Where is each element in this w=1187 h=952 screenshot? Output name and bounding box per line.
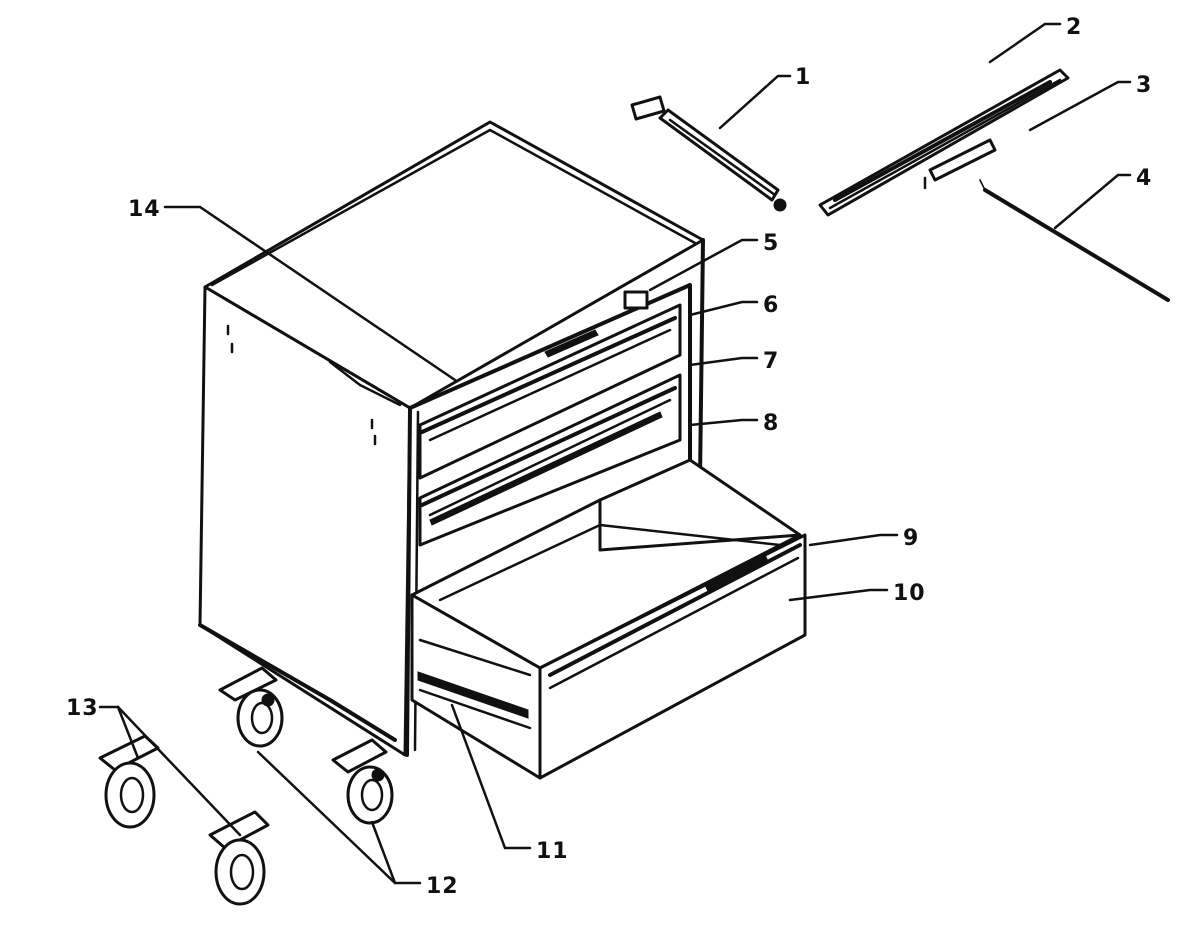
caster-swivel-front-right xyxy=(331,738,394,825)
callout-12: 12 xyxy=(426,874,459,899)
callout-9: 9 xyxy=(903,526,919,551)
part-clip xyxy=(623,290,649,310)
drawer-top xyxy=(418,303,682,480)
callout-8: 8 xyxy=(763,411,779,436)
part-drawer-slide xyxy=(818,68,1070,217)
part-bracket xyxy=(923,138,997,190)
callout-labels: 1 2 3 4 5 6 7 8 9 10 11 12 13 14 xyxy=(66,15,1152,899)
callout-7: 7 xyxy=(763,349,779,374)
callout-5: 5 xyxy=(763,231,779,256)
callout-4: 4 xyxy=(1136,166,1152,191)
caster-rigid-front-left xyxy=(218,666,284,748)
part-handle xyxy=(630,95,787,212)
caster-loose-2 xyxy=(208,810,270,906)
callout-11: 11 xyxy=(536,839,569,864)
caster-loose-1 xyxy=(98,734,160,829)
part-rod xyxy=(979,179,1170,302)
drawer-bottom-open xyxy=(198,458,807,780)
callout-10: 10 xyxy=(893,581,926,606)
callout-13: 13 xyxy=(66,696,99,721)
callout-6: 6 xyxy=(763,293,779,318)
drawer-middle xyxy=(418,373,682,547)
callout-2: 2 xyxy=(1066,15,1082,40)
callout-3: 3 xyxy=(1136,73,1152,98)
callout-1: 1 xyxy=(795,65,811,90)
leader-lines xyxy=(98,22,1132,885)
callout-14: 14 xyxy=(128,197,161,222)
